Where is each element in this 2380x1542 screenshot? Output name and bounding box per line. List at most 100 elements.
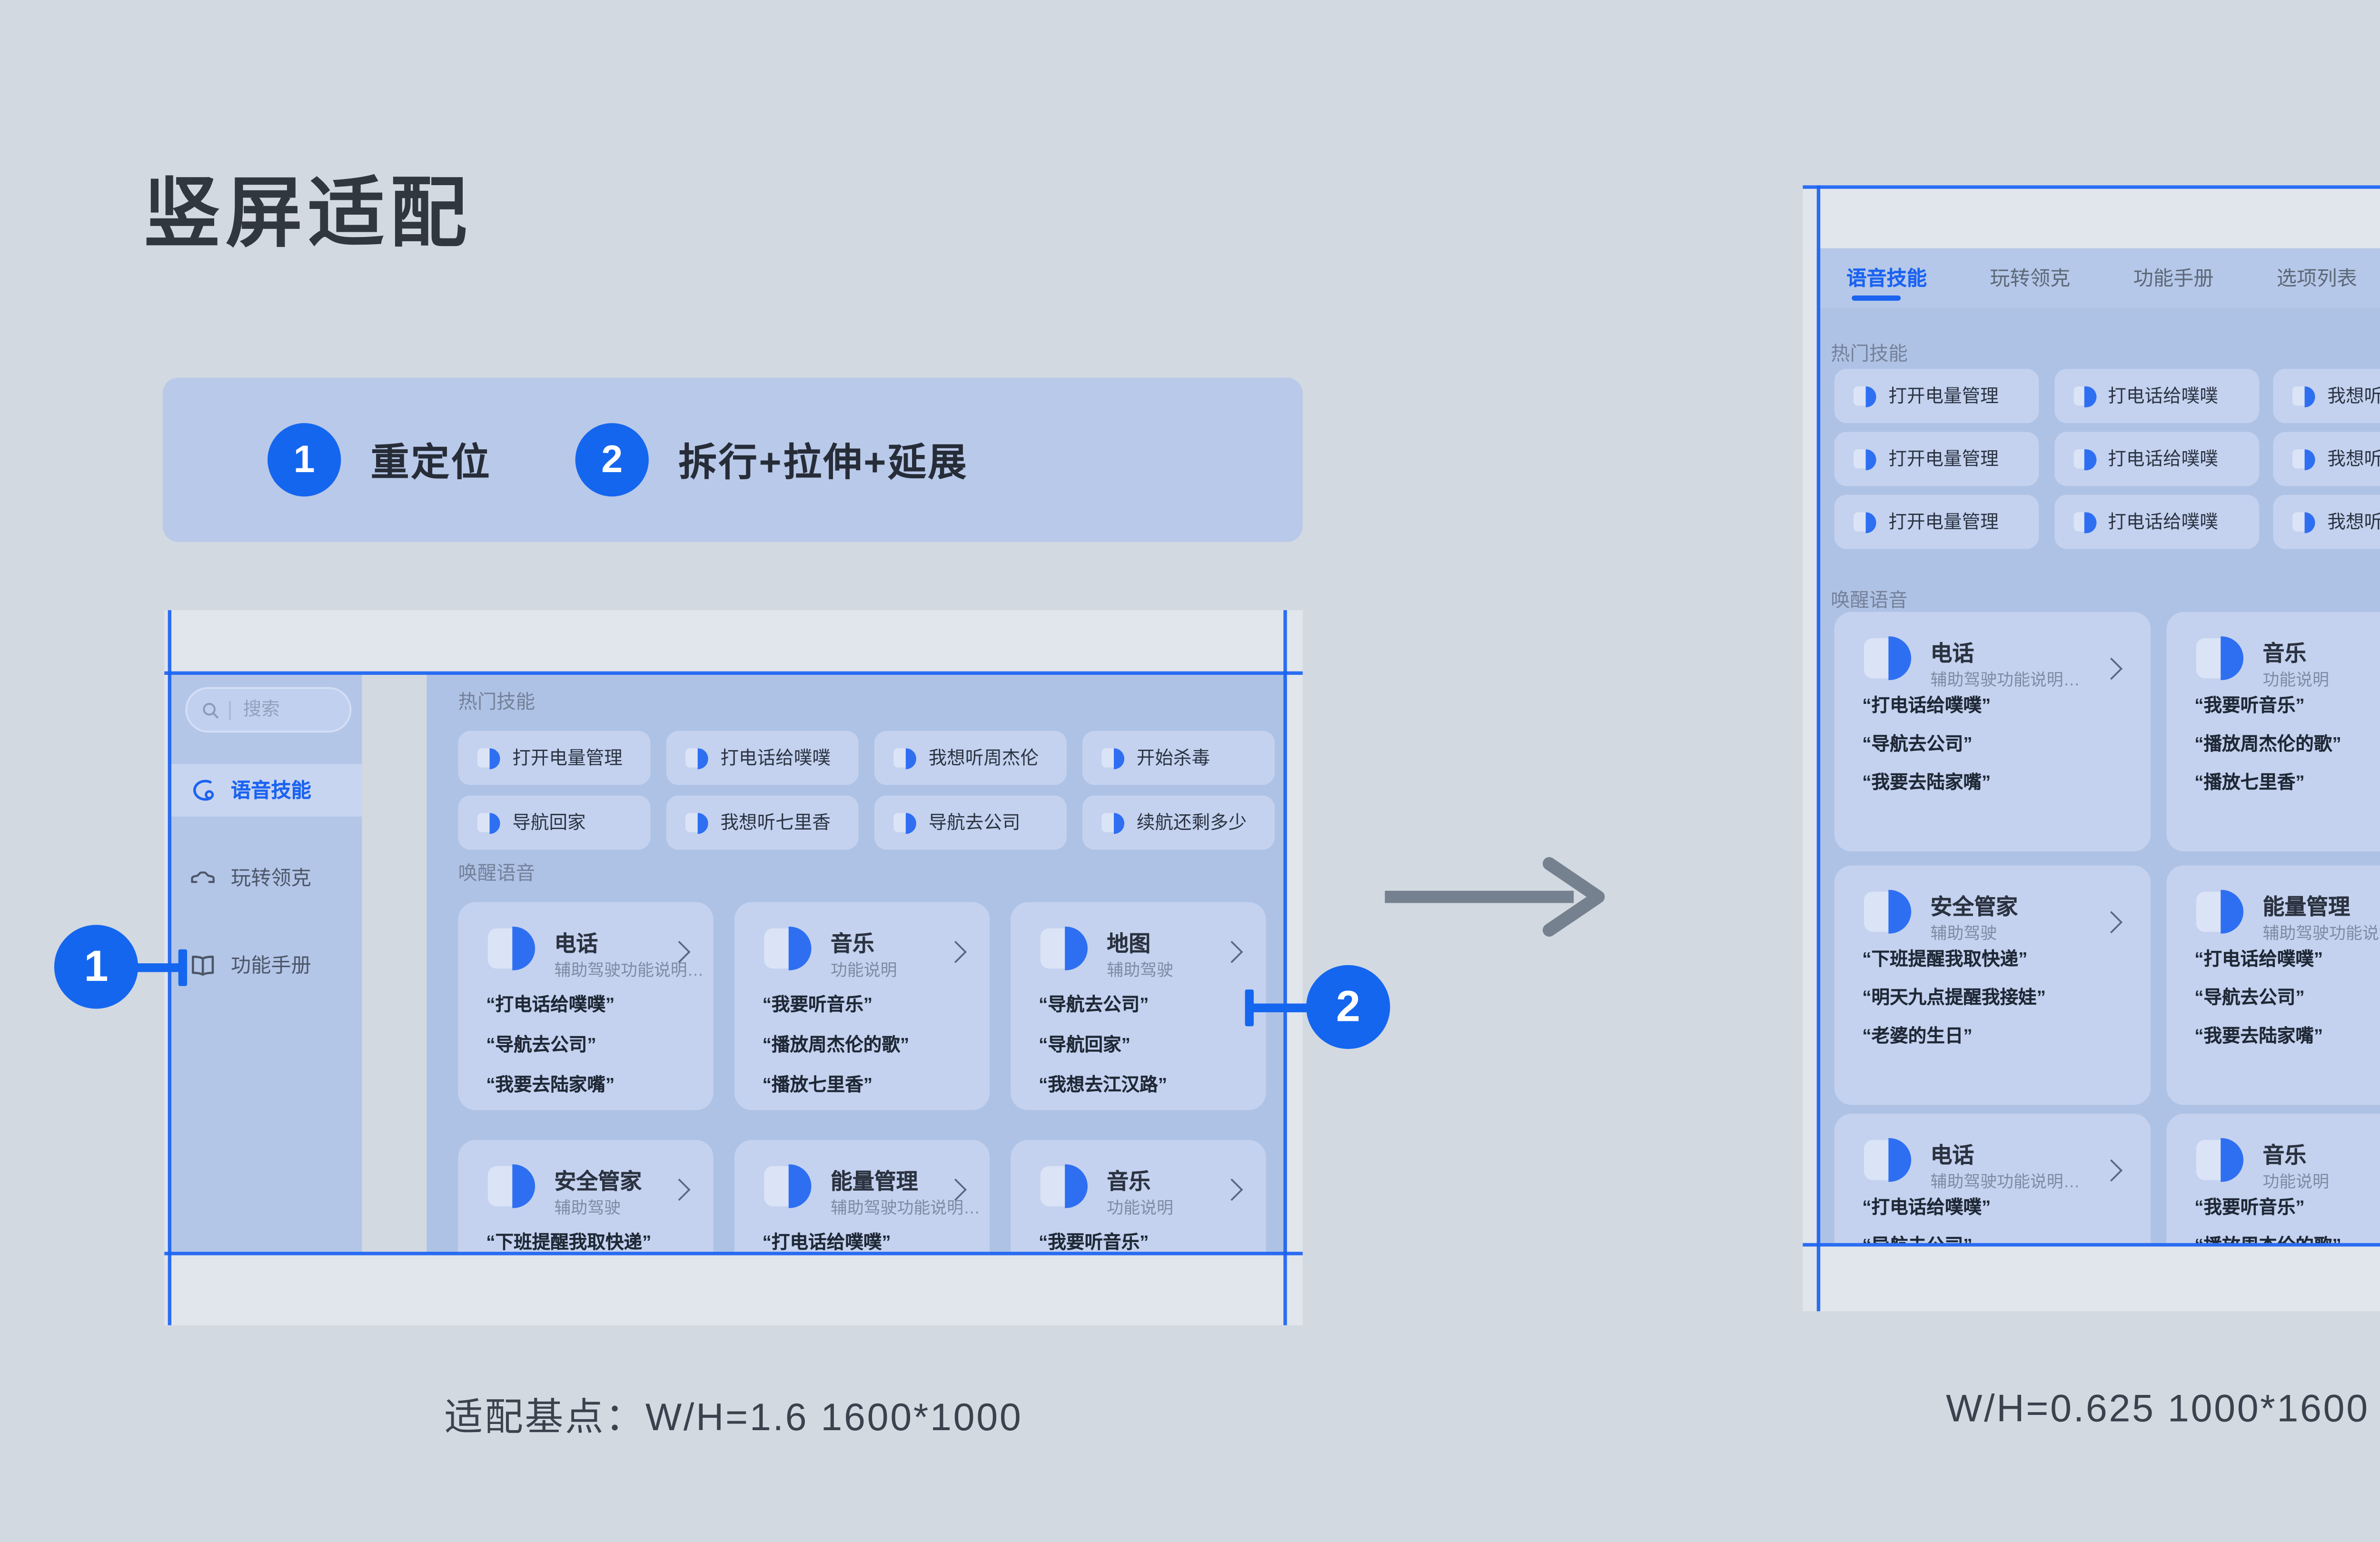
hot-skill-chip[interactable]: 我想听七里香 bbox=[666, 795, 859, 850]
voice-example-quote: “打电话给噗噗” bbox=[1862, 696, 1991, 717]
sidebar-item-voice-skills[interactable]: 语音技能 bbox=[168, 764, 362, 817]
hot-skill-chip[interactable]: 开始杀毒 bbox=[1082, 731, 1275, 785]
hot-skill-chip[interactable]: 导航回家 bbox=[458, 795, 651, 850]
sidebar-item-label: 功能手册 bbox=[230, 956, 311, 978]
guide-line-right bbox=[1283, 610, 1287, 1325]
hot-skill-chip[interactable]: 我想听周杰伦 bbox=[2273, 432, 2380, 486]
skill-card[interactable]: 安全管家辅助驾驶“下班提醒我取快递”“明天九点提醒我接娃”“老婆的生日” bbox=[1834, 865, 2151, 1105]
skill-card[interactable]: 电话辅助驾驶功能说明…“打电话给噗噗”“导航去公司”“我要去陆家嘴” bbox=[1834, 612, 2151, 851]
skill-card-title: 电话 bbox=[1930, 1143, 1974, 1168]
voice-example-quote: “导航去公司” bbox=[1862, 1233, 1972, 1243]
voice-example-quote: “我要听音乐” bbox=[762, 995, 873, 1016]
legend-box: 1 重定位 2 拆行+拉伸+延展 bbox=[162, 377, 1303, 542]
guide-line-top bbox=[1803, 185, 2380, 189]
voice-example-quote: “播放周杰伦的歌” bbox=[762, 1035, 910, 1056]
tab-options[interactable]: 选项列表 bbox=[2276, 269, 2357, 290]
voice-example-quote: “播放周杰伦的歌” bbox=[2194, 734, 2341, 755]
skill-card[interactable]: 音乐功能说明“我要听音乐”“播放周杰伦的歌”“播放七里香” bbox=[2166, 612, 2380, 851]
guide-line-bottom bbox=[164, 1252, 1303, 1255]
voice-example-quote: “我要听音乐” bbox=[2194, 696, 2305, 717]
sidebar-item-label: 玩转领克 bbox=[230, 869, 311, 890]
search-icon bbox=[203, 702, 218, 718]
hot-skill-chip-row: 打开电量管理打电话给噗噗我想听周杰伦开始杀毒 bbox=[458, 731, 1275, 785]
voice-example-quote: “播放七里香” bbox=[762, 1075, 873, 1097]
voice-example-quote: “导航去公司” bbox=[486, 1035, 596, 1056]
skill-card[interactable]: 地图辅助驾驶“导航去公司”“导航回家”“我想去江汉路” bbox=[1011, 902, 1266, 1110]
hot-skill-chip[interactable]: 续航还剩多少 bbox=[1082, 795, 1275, 850]
hot-skill-chip-label: 我想听周杰伦 bbox=[2327, 512, 2380, 534]
skill-card[interactable]: 电话辅助驾驶功能说明…“打电话给噗噗”“导航去公司”“我要去陆家嘴” bbox=[458, 902, 714, 1110]
caption-portrait-ratio: W/H=0.625 1000*1600 bbox=[1946, 1386, 2370, 1430]
hot-skill-chip-label: 打电话给噗噗 bbox=[2108, 512, 2218, 534]
voice-example-quote: “我要听音乐” bbox=[1039, 1232, 1149, 1254]
voice-example-quote: “下班提醒我取快递” bbox=[1862, 949, 2028, 970]
chevron-right-icon bbox=[1220, 1178, 1243, 1201]
skill-card-title: 电话 bbox=[1930, 642, 1974, 666]
hot-skill-chip[interactable]: 打开电量管理 bbox=[1834, 369, 2039, 423]
assistant-avatar-icon bbox=[893, 811, 918, 834]
skill-card-desc: 功能说明 bbox=[830, 961, 897, 981]
skill-card[interactable]: 能量管理辅助驾驶功能说明…“打电话给噗噗” bbox=[734, 1140, 990, 1254]
voice-example-quote: “下班提醒我取快递” bbox=[486, 1232, 652, 1254]
skill-card-desc: 辅助驾驶 bbox=[554, 1199, 621, 1219]
legend-badge-1: 1 bbox=[268, 423, 341, 497]
hot-skill-chip[interactable]: 打电话给噗噗 bbox=[2053, 369, 2259, 423]
search-input[interactable] bbox=[185, 687, 352, 733]
skill-card-title: 电话 bbox=[554, 931, 598, 957]
hot-skill-chip[interactable]: 打电话给噗噗 bbox=[666, 731, 859, 785]
hot-skill-chip[interactable]: 打开电量管理 bbox=[1834, 432, 2039, 486]
hot-skill-chip[interactable]: 打开电量管理 bbox=[1834, 494, 2039, 549]
hot-skill-chip[interactable]: 打电话给噗噗 bbox=[2053, 494, 2259, 549]
tab-manual[interactable]: 功能手册 bbox=[2133, 269, 2214, 290]
hot-skill-chip[interactable]: 我想听周杰伦 bbox=[2273, 369, 2380, 423]
sidebar-item-manual[interactable]: 功能手册 bbox=[168, 939, 362, 991]
guide-line-left bbox=[1816, 185, 1821, 1312]
assistant-avatar-icon bbox=[1864, 1137, 1913, 1184]
sidebar-content-gap bbox=[362, 673, 427, 1254]
skill-card[interactable]: 安全管家辅助驾驶“下班提醒我取快递” bbox=[458, 1140, 714, 1254]
annotation-connector-1 bbox=[134, 963, 184, 972]
tab-lynk[interactable]: 玩转领克 bbox=[1990, 269, 2071, 290]
section-label-hot-skills: 热门技能 bbox=[458, 692, 536, 713]
hot-skill-chip[interactable]: 打电话给噗噗 bbox=[2053, 432, 2259, 486]
sidebar-item-label: 语音技能 bbox=[230, 781, 311, 803]
assistant-avatar-icon bbox=[2196, 888, 2245, 935]
hot-skill-chip[interactable]: 我想听周杰伦 bbox=[874, 731, 1067, 785]
hot-skill-chip[interactable]: 打开电量管理 bbox=[458, 731, 651, 785]
tab-voice-skills[interactable]: 语音技能 bbox=[1846, 248, 1927, 308]
assistant-avatar-icon bbox=[477, 747, 502, 770]
chevron-right-icon bbox=[2100, 911, 2123, 934]
assistant-avatar-icon bbox=[893, 747, 918, 770]
assistant-avatar-icon bbox=[487, 925, 537, 972]
legend-label-2: 拆行+拉伸+延展 bbox=[678, 440, 969, 484]
skill-card[interactable]: 音乐功能说明“我要听音乐”“播放周杰伦的歌”“播放七里香” bbox=[734, 902, 990, 1110]
car-icon bbox=[191, 871, 215, 883]
hot-skill-chip[interactable]: 我想听周杰伦 bbox=[2273, 494, 2380, 549]
voice-example-quote: “播放七里香” bbox=[2194, 772, 2305, 794]
skill-card-title: 能量管理 bbox=[2262, 895, 2350, 920]
search-placeholder[interactable] bbox=[239, 697, 337, 722]
annotation-tick-1 bbox=[178, 949, 188, 986]
assistant-avatar-icon bbox=[1853, 447, 1878, 470]
guide-line-bottom bbox=[1803, 1243, 2380, 1247]
skill-card[interactable]: 音乐功能说明“我要听音乐” bbox=[1011, 1140, 1266, 1254]
assistant-avatar-icon bbox=[1853, 511, 1878, 534]
chevron-right-icon bbox=[944, 940, 967, 963]
chevron-right-icon bbox=[668, 1178, 691, 1201]
caption-landscape-ratio: 适配基点：W/H=1.6 1600*1000 bbox=[444, 1395, 1023, 1439]
assistant-avatar-icon bbox=[2292, 511, 2317, 534]
sidebar: 语音技能 玩转领克 功能手册 bbox=[168, 673, 362, 1254]
sidebar-item-lynk[interactable]: 玩转领克 bbox=[168, 851, 362, 904]
voice-example-quote: “我想去江汉路” bbox=[1039, 1075, 1168, 1097]
skill-card-title: 安全管家 bbox=[1930, 895, 2018, 920]
search-divider bbox=[229, 700, 231, 720]
hot-skill-chip[interactable]: 导航去公司 bbox=[874, 795, 1067, 850]
skill-card-desc: 辅助驾驶 bbox=[1930, 925, 1997, 944]
skill-card-title: 地图 bbox=[1107, 931, 1151, 957]
section-label-hot-skills: 热门技能 bbox=[1831, 344, 1908, 366]
